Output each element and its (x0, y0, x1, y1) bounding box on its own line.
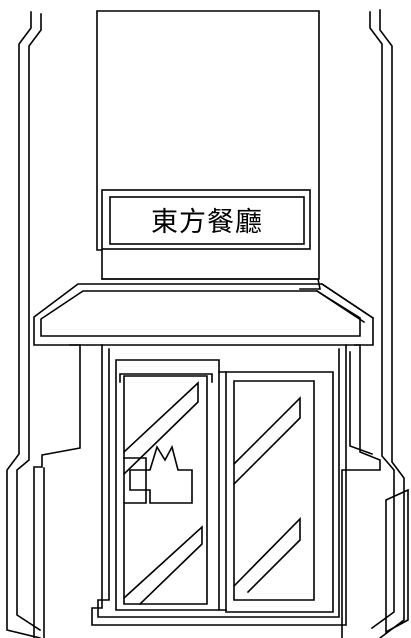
right-wall-inner (369, 11, 395, 630)
right-pillar-inner (349, 351, 374, 456)
upper-facade (96, 10, 320, 280)
awning-inner (40, 290, 361, 337)
right-door-outer (225, 371, 334, 613)
sign-board-outer (101, 189, 311, 250)
left-door-inner (123, 375, 208, 605)
right-door-glare-lower (232, 517, 301, 594)
right-pillar-outer (341, 344, 381, 638)
door-frame-inner (97, 348, 340, 618)
door-logo-frame (123, 457, 147, 504)
left-pillar-outer (33, 344, 81, 638)
left-wall-outer (6, 11, 41, 638)
door-center-divider (218, 371, 227, 611)
left-door-glare-upper (122, 381, 199, 476)
awning-right-bevel (315, 282, 375, 324)
right-door-glare-upper (232, 396, 301, 486)
door-frame-outer (91, 344, 347, 626)
right-door-inner (233, 380, 315, 601)
door-logo (129, 444, 193, 504)
left-door-outer (115, 359, 220, 611)
right-wall-outer (378, 9, 405, 638)
left-door-top-rail (119, 373, 213, 383)
right-lower-panel (385, 488, 409, 634)
sign-board-inner (109, 196, 305, 245)
restaurant-name-sign: 東方餐廳 (151, 207, 263, 238)
left-door-glare-lower (122, 525, 203, 606)
left-wall-inner (16, 13, 42, 632)
